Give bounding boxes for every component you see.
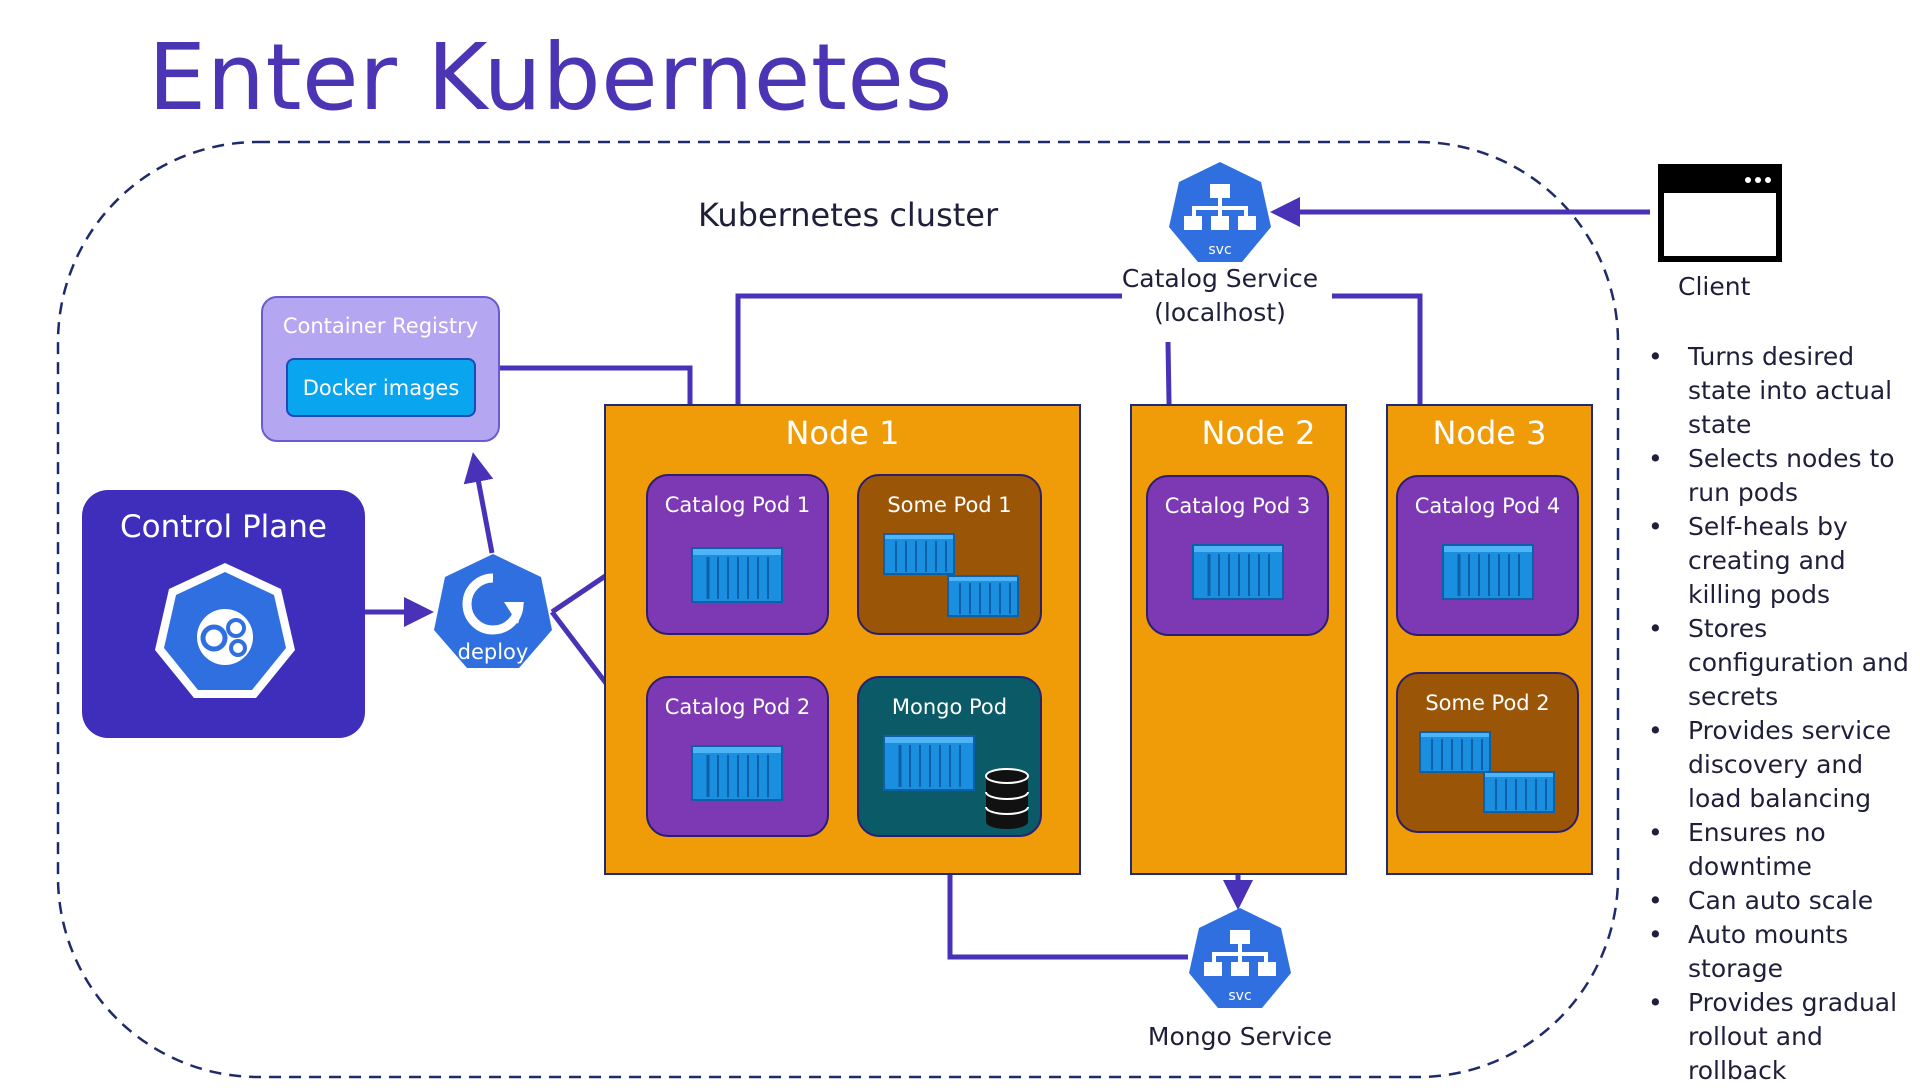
browser-window-icon (1658, 164, 1782, 262)
catalog-pod-1-label: Catalog Pod 1 (664, 493, 811, 517)
cluster-label: Kubernetes cluster (698, 196, 999, 234)
list-item: •Turns desired state into actual state (1648, 342, 1893, 439)
shipping-container-icon (1483, 771, 1555, 813)
shipping-container-icon (690, 546, 784, 604)
shipping-container-icon (1441, 543, 1535, 601)
database-icon (985, 768, 1029, 829)
shipping-container-icon (947, 575, 1019, 617)
catalog-pod-3-label: Catalog Pod 3 (1164, 494, 1311, 518)
catalog-pod-4-label: Catalog Pod 4 (1414, 494, 1561, 518)
some-pod-1-label: Some Pod 1 (887, 493, 1012, 517)
shipping-container-icon (883, 533, 955, 575)
service-hierarchy-icon (1189, 908, 1291, 1008)
shipping-container-icon (882, 734, 976, 792)
catalog-pod-3 (1146, 475, 1329, 636)
client-label: Client (1678, 272, 1751, 301)
list-item: •Auto mounts storage (1648, 920, 1849, 983)
shipping-container-icon (1419, 731, 1491, 773)
catalog-service-name: Catalog Service (1121, 264, 1319, 293)
control-plane-label: Control Plane (120, 509, 327, 545)
mongo-pod-label: Mongo Pod (891, 695, 1008, 719)
service-hierarchy-icon (1169, 162, 1271, 262)
node-1-label: Node 1 (785, 414, 900, 452)
list-item: •Provides gradual rollout and rollback (1648, 988, 1898, 1085)
deploy-cycle-icon (434, 554, 552, 668)
list-item: •Selects nodes to run pods (1648, 444, 1895, 507)
shipping-container-icon (690, 744, 784, 802)
list-item: •Ensures no downtime (1648, 818, 1826, 881)
container-registry-label: Container Registry (282, 314, 479, 338)
arrow-mongo-service-to-mongo-pod (935, 832, 1188, 960)
list-item: •Can auto scale (1648, 886, 1874, 915)
page-title: Enter Kubernetes (148, 24, 953, 131)
helm-gears-icon (155, 563, 295, 698)
arrow-deploy-to-registry (463, 452, 495, 554)
cluster-boundary (56, 140, 1620, 1079)
some-pod-2-label: Some Pod 2 (1425, 691, 1550, 715)
shipping-container-icon (1191, 543, 1285, 601)
node-2-label: Node 2 (1201, 414, 1316, 452)
catalog-pod-2-label: Catalog Pod 2 (664, 695, 811, 719)
list-item: •Provides service discovery and load bal… (1648, 716, 1892, 813)
list-item: •Self-heals by creating and killing pods (1648, 512, 1848, 609)
list-item: •Stores configuration and secrets (1648, 614, 1909, 711)
docker-images-box: Docker images (286, 358, 476, 417)
feature-list: •Turns desired state into actual state •… (1640, 340, 1920, 1088)
deploy-label: deploy (457, 640, 529, 664)
mongo-service-badge: svc (1228, 988, 1252, 1004)
catalog-service-badge: svc (1208, 242, 1232, 258)
node-3-label: Node 3 (1432, 414, 1547, 452)
mongo-service-label: Mongo Service (1147, 1022, 1333, 1051)
catalog-service-host: (localhost) (1154, 298, 1286, 327)
